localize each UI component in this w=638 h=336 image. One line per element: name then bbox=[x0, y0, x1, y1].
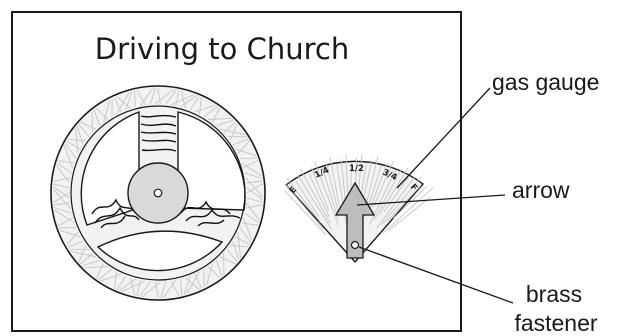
card-title: Driving to Church bbox=[95, 32, 350, 66]
brass-fastener bbox=[352, 242, 359, 249]
steering-wheel bbox=[51, 86, 265, 300]
label-fastener: fastener bbox=[514, 310, 597, 336]
wheel-center-hole bbox=[154, 189, 162, 197]
label-gas-gauge: gas gauge bbox=[492, 69, 599, 95]
gauge-tick-half: 1/2 bbox=[349, 164, 364, 174]
label-brass: brass bbox=[526, 281, 582, 307]
label-arrow: arrow bbox=[512, 177, 570, 203]
